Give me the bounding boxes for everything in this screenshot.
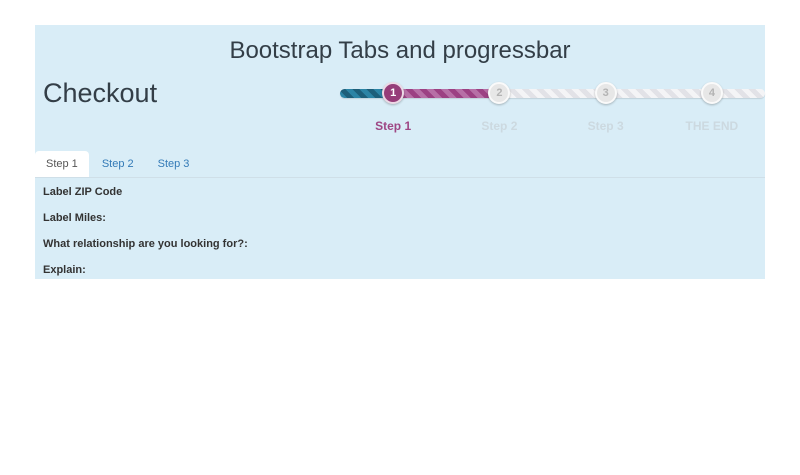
progress-step-labels: Step 1 Step 2 Step 3 THE END bbox=[340, 119, 765, 133]
checkout-heading: Checkout bbox=[43, 77, 158, 108]
progress-bar: 1 2 3 4 Step 1 Step 2 Step 3 THE END bbox=[340, 79, 765, 133]
tab-content-step-1: Label ZIP Code Label Miles: What relatio… bbox=[35, 178, 765, 276]
progress-fill-magenta bbox=[393, 88, 500, 98]
explain-label: Explain: bbox=[43, 263, 86, 276]
tab-step-3[interactable]: Step 3 bbox=[157, 157, 190, 170]
header-row: Checkout 1 2 3 4 Step 1 Step 2 Step 3 TH… bbox=[35, 77, 765, 133]
step-label-2: Step 2 bbox=[481, 118, 518, 133]
progress-step-circle-2: 2 bbox=[488, 81, 511, 104]
progress-step-circle-4: 4 bbox=[700, 81, 723, 104]
step-label-3: Step 3 bbox=[587, 118, 624, 133]
miles-label: Label Miles: bbox=[43, 211, 106, 224]
checkout-panel: Bootstrap Tabs and progressbar Checkout … bbox=[35, 25, 765, 279]
tab-step-1[interactable]: Step 1 bbox=[35, 150, 89, 177]
relationship-label: What relationship are you looking for?: bbox=[43, 237, 248, 250]
progress-track: 1 2 3 4 bbox=[340, 81, 765, 107]
progress-fill-teal bbox=[340, 88, 394, 98]
progress-step-circle-1: 1 bbox=[382, 81, 405, 104]
step-label-the-end: THE END bbox=[685, 118, 739, 133]
page-title: Bootstrap Tabs and progressbar bbox=[229, 37, 571, 64]
tab-bar: Step 1 Step 2 Step 3 bbox=[35, 150, 765, 178]
progress-step-circle-3: 3 bbox=[594, 81, 617, 104]
zip-code-label: Label ZIP Code bbox=[43, 185, 123, 198]
tab-step-2[interactable]: Step 2 bbox=[101, 157, 134, 170]
step-label-1: Step 1 bbox=[375, 118, 412, 133]
progress-track-background bbox=[340, 88, 765, 98]
